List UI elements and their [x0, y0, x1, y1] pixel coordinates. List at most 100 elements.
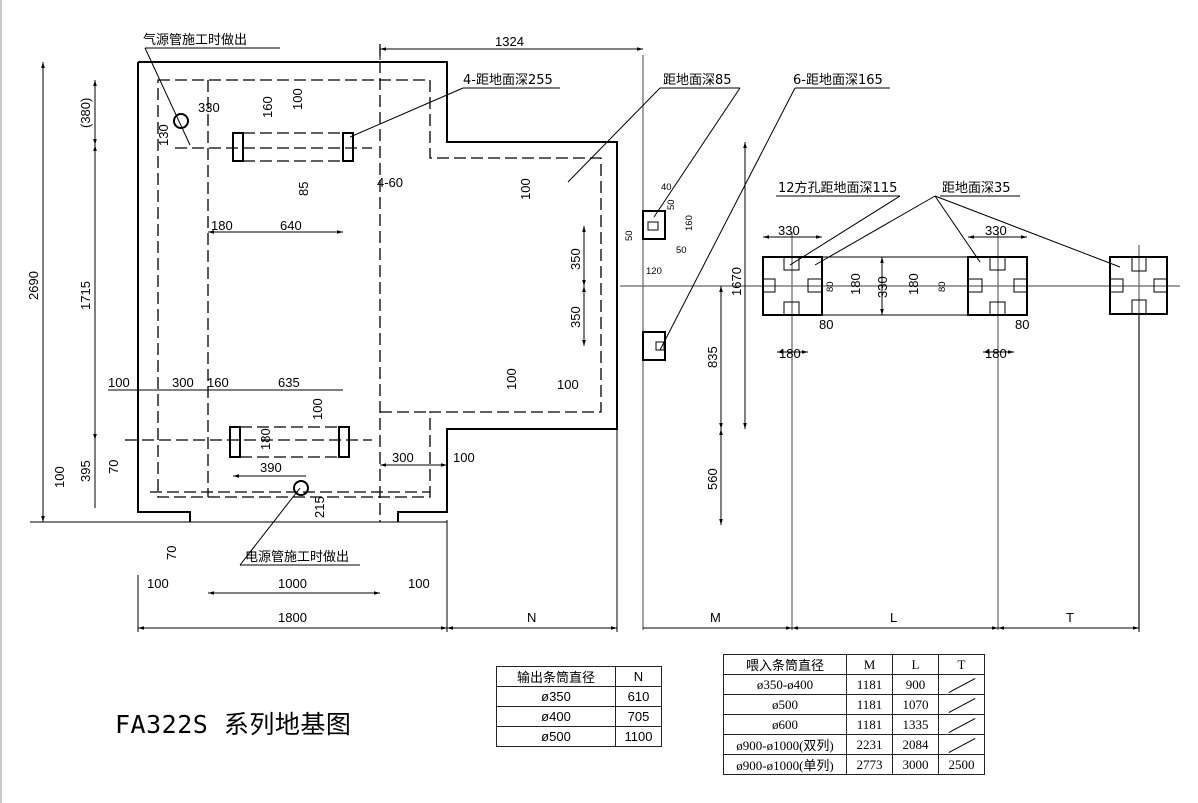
table-cell: 900	[892, 674, 939, 695]
table-row: ø900-ø1000(双列) 2231 2084	[723, 734, 985, 755]
dim-350b: 350	[568, 306, 583, 328]
dim-350a: 350	[568, 248, 583, 270]
table-cell: ø900-ø1000(双列)	[723, 734, 847, 755]
table-row: ø500 1181 1070	[723, 694, 985, 715]
table-row: ø500 1100	[496, 726, 662, 747]
dim-80-a: 80	[825, 281, 836, 292]
dim-50b: 50	[624, 230, 635, 241]
table-cell: 2231	[846, 734, 893, 755]
table-cell: 1100	[615, 726, 662, 747]
dim-50a: 50	[666, 199, 677, 210]
dim-4-60: 4-60	[377, 175, 403, 190]
dim-2690: 2690	[26, 271, 41, 300]
note-square-holes-115: 12方孔距地面深115	[778, 180, 897, 196]
dim-1324: 1324	[495, 34, 524, 49]
dim-70-left: 70	[106, 460, 121, 474]
dim-100-right-top: 100	[518, 178, 533, 200]
note-air-pipe: 气源管施工时做出	[143, 32, 247, 48]
table-header-cell: M	[846, 654, 893, 675]
air-pipe-icon	[173, 113, 189, 129]
dim-40: 40	[661, 182, 672, 193]
dim-635: 635	[278, 375, 300, 390]
feed-can-table: 喂入条筒直径 M L T ø350-ø400 1181 900 ø500 118…	[723, 654, 985, 775]
dim-330-top: 330	[198, 100, 220, 115]
drawing-title: FA322S 系列地基图	[115, 710, 352, 739]
table-cell: 1181	[846, 714, 893, 735]
not-applicable-slash-icon	[948, 718, 975, 733]
dim-330-l: 330	[778, 223, 800, 238]
table-cell: ø600	[723, 714, 847, 735]
dim-380: (380)	[78, 98, 93, 128]
table-cell: ø400	[496, 706, 616, 727]
table-row: ø900-ø1000(单列) 2773 3000 2500	[723, 754, 985, 775]
table-cell: 705	[615, 706, 662, 727]
dim-640: 640	[280, 218, 302, 233]
note-power-pipe: 电源管施工时做出	[245, 550, 349, 565]
dim-180-b: 180	[258, 428, 273, 450]
dim-560: 560	[705, 468, 720, 490]
dim-1670: 1670	[729, 267, 744, 296]
dim-160-top: 160	[260, 96, 275, 118]
dim-180-a: 180	[848, 273, 863, 295]
dim-215: 215	[312, 496, 327, 518]
table-row: ø400 705	[496, 706, 662, 727]
dim-120: 120	[646, 266, 662, 277]
table-cell-na	[938, 734, 985, 755]
table-cell: 610	[615, 686, 662, 707]
table-cell: 3000	[892, 754, 939, 775]
dim-300-b: 300	[172, 375, 194, 390]
dim-100-r: 100	[453, 450, 475, 465]
table-cell: 1181	[846, 694, 893, 715]
dim-160-s: 160	[684, 215, 695, 231]
table-row: ø350 610	[496, 686, 662, 707]
dim-100-mid2: 100	[557, 377, 579, 392]
table-row: ø350-ø400 1181 900	[723, 674, 985, 695]
dim-180-br: 180	[985, 346, 1007, 361]
dim-180-c: 180	[906, 273, 921, 295]
dim-100-b1: 100	[108, 375, 130, 390]
table-header-row: 喂入条筒直径 M L T	[723, 654, 985, 675]
table-cell: ø900-ø1000(单列)	[723, 754, 847, 775]
dimension-lines	[30, 44, 1140, 632]
dim-100-bot2: 100	[408, 576, 430, 591]
square-hole-block-upper	[642, 210, 666, 240]
dim-160-b: 160	[207, 375, 229, 390]
not-applicable-slash-icon	[948, 698, 975, 713]
dim-50c: 50	[676, 245, 687, 256]
dim-100-mid: 100	[504, 368, 519, 390]
table-cell-na	[938, 714, 985, 735]
dim-1000: 1000	[278, 576, 307, 591]
dim-N: N	[527, 610, 536, 625]
table-header-row: 输出条筒直径 N	[496, 666, 662, 687]
table-header-cell: 喂入条筒直径	[723, 654, 847, 675]
dim-L: L	[890, 610, 897, 625]
dim-80-bl: 80	[819, 317, 833, 332]
dim-180-bl: 180	[779, 346, 801, 361]
table-cell-na	[938, 674, 985, 695]
dim-85: 85	[296, 182, 311, 196]
foundation-outline	[137, 61, 618, 522]
note-depth-85: 距地面深85	[663, 73, 732, 88]
table-cell: 2084	[892, 734, 939, 755]
table-header-cell: N	[615, 666, 662, 687]
dim-330-r: 330	[985, 223, 1007, 238]
inner-dashed-outline	[157, 79, 602, 498]
table-header-cell: T	[938, 654, 985, 675]
note-depth-35: 距地面深35	[942, 181, 1011, 196]
table-header-cell: 输出条筒直径	[496, 666, 616, 687]
not-applicable-slash-icon	[948, 678, 975, 693]
dim-130: 130	[156, 124, 171, 146]
dim-395: 395	[78, 460, 93, 482]
dim-835: 835	[705, 346, 720, 368]
dim-80-br: 80	[1015, 317, 1029, 332]
table-row: ø600 1181 1335	[723, 714, 985, 735]
feed-block-right	[967, 256, 1028, 316]
dim-100-bot1: 100	[147, 576, 169, 591]
dim-1800: 1800	[278, 610, 307, 625]
leader-lines	[144, 47, 1121, 566]
dim-100-b2: 100	[310, 398, 325, 420]
dim-330-mid: 330	[875, 276, 890, 298]
feed-block-left	[762, 256, 823, 316]
table-cell: ø350-ø400	[723, 674, 847, 695]
